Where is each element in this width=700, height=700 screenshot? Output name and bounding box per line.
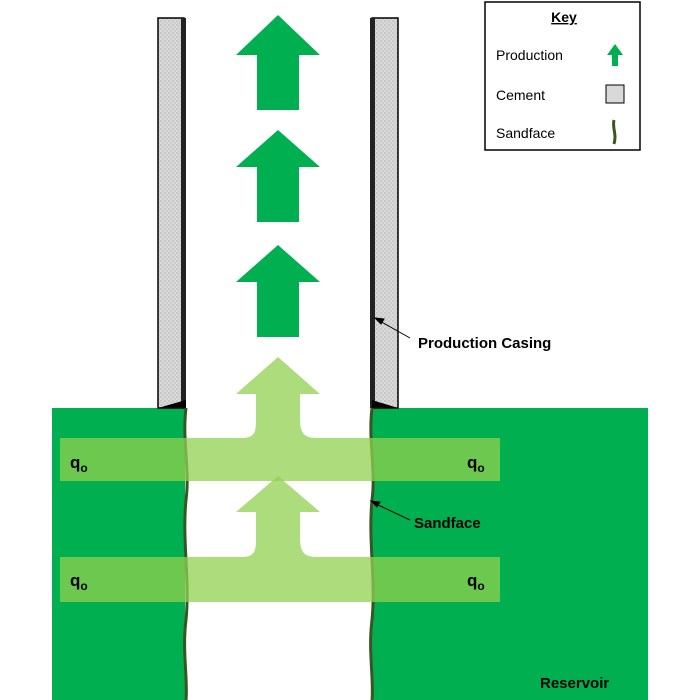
production-casing (157, 17, 399, 409)
production-casing-label: Production Casing (418, 335, 551, 352)
key-item-cement: Cement (496, 87, 545, 103)
callouts (369, 317, 411, 521)
flow-rate-labels: qo qo qo qo (70, 453, 485, 593)
production-arrows (236, 15, 320, 337)
production-arrow-icon (236, 245, 320, 337)
production-arrow-icon (236, 15, 320, 110)
green-up-arrow-icon (607, 44, 623, 66)
key-item-sandface: Sandface (496, 125, 555, 141)
flow-rate-label: qo (70, 571, 88, 593)
inflow-lower (60, 476, 500, 602)
casing-right-steel (370, 18, 375, 408)
flow-rate-label: qo (467, 571, 485, 593)
cement-left (157, 17, 185, 409)
casing-shoe-right (372, 400, 398, 408)
cement-right (371, 17, 399, 409)
key-item-production: Production (496, 47, 563, 63)
casing-left-steel (181, 18, 186, 408)
casing-shoe-left (158, 400, 186, 408)
sandface-label: Sandface (414, 515, 481, 532)
dark-green-line-icon (612, 119, 617, 145)
key-legend: Key Production Cement Sandface (484, 1, 641, 151)
reservoir-label: Reservoir (540, 675, 609, 692)
production-arrow-icon (236, 130, 320, 222)
key-title: Key (551, 9, 577, 25)
flow-rate-label: qo (70, 453, 88, 475)
flow-rate-label: qo (467, 453, 485, 475)
inflow-upper (60, 357, 500, 481)
gray-square-icon (605, 84, 625, 104)
